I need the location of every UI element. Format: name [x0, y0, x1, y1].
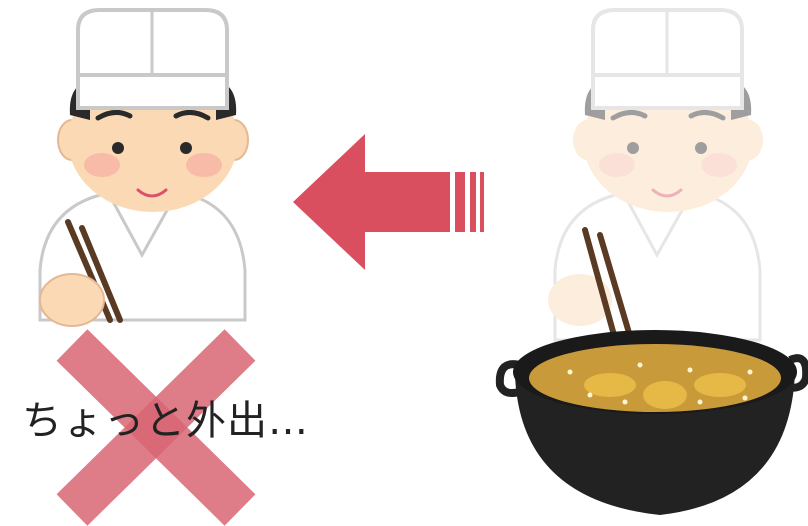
chef-faded-icon	[548, 8, 763, 342]
chef-present-icon	[38, 8, 249, 327]
cross-mark-icon	[56, 329, 256, 526]
away-caption: ちょっと外出…	[22, 398, 309, 444]
left-arrow-icon	[293, 134, 484, 270]
frying-pot-icon	[495, 330, 808, 515]
